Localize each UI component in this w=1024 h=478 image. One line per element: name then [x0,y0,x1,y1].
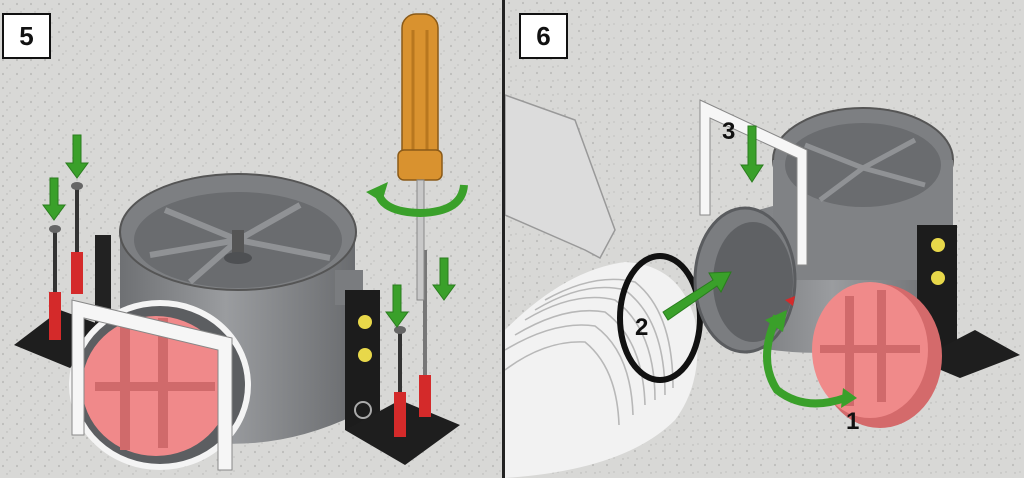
step-6-panel: 6 3 2 1 [505,0,1024,478]
step-6-illustration [505,0,1024,478]
panel-divider [502,0,505,478]
rotation-arrow [374,184,468,218]
right-wall-anchors [394,250,431,437]
step-5-illustration [0,0,502,478]
white-clamp [699,99,808,266]
step-5-number: 5 [2,13,51,59]
screwdriver [397,13,443,301]
green-arrows [42,134,456,328]
removed-damper [812,282,942,428]
rotation-arrow [763,314,847,408]
duct-nozzle [505,94,616,260]
callout-3: 3 [722,118,736,145]
flexible-hose [505,253,703,478]
callout-2: 2 [635,314,649,341]
step-5-panel: 5 [0,0,502,478]
white-clamp [71,299,233,471]
callout-1: 1 [846,408,860,435]
left-wall-anchors [49,182,83,340]
green-arrows [662,125,764,321]
fan-housing [119,173,363,444]
step-6-number: 6 [519,13,568,59]
left-mounting-bracket [14,310,115,368]
